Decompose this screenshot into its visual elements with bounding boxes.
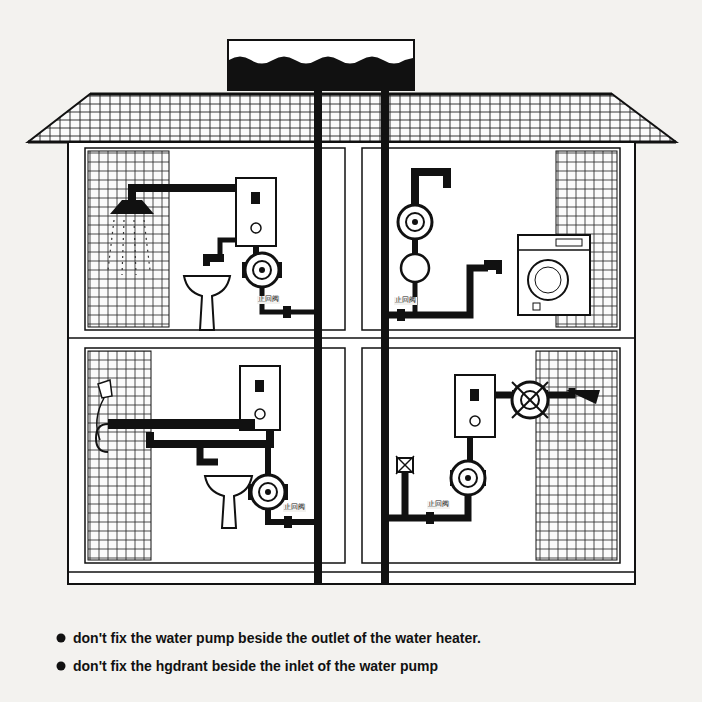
upper-right-fixtures bbox=[401, 254, 429, 282]
house-walls bbox=[85, 148, 345, 330]
upper-right-fixtures bbox=[415, 172, 447, 205]
lower-right-fixtures bbox=[470, 416, 480, 426]
lower-right-fixtures bbox=[451, 461, 485, 495]
riser-pipes bbox=[381, 84, 389, 584]
lower-left-fixtures bbox=[265, 444, 271, 475]
lower-right-fixtures bbox=[512, 382, 548, 418]
valve-label: 止回阀 bbox=[257, 296, 280, 304]
wall-tiles bbox=[88, 351, 151, 560]
lower-right-fixtures bbox=[396, 456, 414, 474]
lower-right-fixtures bbox=[512, 382, 548, 418]
lower-left-fixtures bbox=[255, 409, 265, 419]
wall-tiles bbox=[88, 151, 617, 560]
lower-right-fixtures bbox=[385, 375, 600, 524]
upper-left-fixtures bbox=[184, 276, 230, 330]
valve-label: 止回阀 bbox=[283, 504, 306, 512]
roof bbox=[28, 94, 676, 142]
lower-left-fixtures bbox=[96, 366, 318, 528]
upper-left-fixtures bbox=[259, 267, 265, 273]
upper-left-fixtures bbox=[108, 220, 150, 275]
upper-left-fixtures bbox=[236, 178, 276, 246]
lower-left-fixtures bbox=[205, 476, 252, 528]
lower-right-fixtures bbox=[548, 388, 572, 395]
riser-pipes bbox=[318, 84, 385, 584]
upper-left-fixtures bbox=[245, 253, 279, 287]
valve-label: 止回阀 bbox=[394, 297, 417, 305]
upper-right-fixtures bbox=[528, 260, 568, 300]
warning-note: don't fix the hgdrant beside the inlet o… bbox=[73, 658, 438, 675]
upper-right-fixtures bbox=[556, 239, 582, 246]
lower-left-fixtures bbox=[108, 424, 250, 430]
upper-right-fixtures bbox=[535, 267, 561, 293]
lower-right-fixtures bbox=[426, 512, 434, 524]
upper-right-fixtures bbox=[398, 205, 432, 239]
upper-right-fixtures bbox=[385, 172, 590, 321]
lower-right-fixtures bbox=[470, 389, 479, 401]
upper-right-fixtures bbox=[385, 268, 488, 315]
wall-tiles bbox=[88, 151, 169, 327]
house-walls bbox=[85, 348, 345, 563]
upper-right-fixtures bbox=[533, 303, 540, 310]
upper-left-fixtures bbox=[134, 220, 136, 275]
lower-right-fixtures bbox=[459, 469, 477, 487]
upper-left-fixtures bbox=[132, 188, 238, 202]
upper-right-fixtures bbox=[518, 235, 590, 315]
lower-right-fixtures bbox=[396, 456, 414, 474]
note-bullets bbox=[57, 634, 66, 643]
upper-left-fixtures bbox=[283, 306, 291, 318]
lower-left-fixtures bbox=[200, 444, 218, 462]
lower-right-fixtures bbox=[566, 390, 600, 404]
upper-left-fixtures bbox=[122, 220, 124, 275]
note-bullets bbox=[57, 662, 66, 671]
upper-right-fixtures bbox=[412, 219, 418, 225]
house-walls bbox=[68, 337, 635, 339]
upper-left-fixtures bbox=[253, 261, 271, 279]
lower-left-fixtures bbox=[150, 430, 270, 444]
roof bbox=[28, 94, 676, 142]
warning-note: don't fix the water pump beside the outl… bbox=[73, 630, 481, 647]
upper-left-fixtures bbox=[144, 220, 150, 270]
lower-right-fixtures bbox=[495, 392, 512, 399]
house-walls bbox=[362, 148, 620, 330]
lower-left-fixtures bbox=[259, 483, 277, 501]
upper-left-fixtures bbox=[108, 178, 318, 330]
upper-left-fixtures bbox=[110, 200, 154, 214]
lower-left-fixtures bbox=[98, 380, 112, 398]
upper-left-fixtures bbox=[203, 254, 224, 266]
water-tank bbox=[228, 40, 414, 90]
upper-right-fixtures bbox=[397, 309, 405, 321]
upper-right-fixtures bbox=[406, 213, 424, 231]
water-tank bbox=[228, 40, 414, 90]
upper-left-fixtures bbox=[220, 240, 236, 256]
lower-left-fixtures bbox=[284, 516, 292, 528]
lower-right-fixtures bbox=[465, 475, 471, 481]
valve-label: 止回阀 bbox=[427, 501, 450, 509]
lower-right-fixtures bbox=[512, 382, 548, 418]
lower-left-fixtures bbox=[96, 424, 108, 452]
house-walls bbox=[68, 571, 635, 573]
riser-pipes bbox=[314, 84, 322, 584]
lower-left-fixtures bbox=[265, 489, 271, 495]
upper-right-fixtures bbox=[412, 239, 418, 254]
lower-right-fixtures bbox=[402, 472, 409, 518]
upper-right-fixtures bbox=[484, 260, 502, 274]
house-walls bbox=[68, 142, 635, 584]
upper-right-fixtures bbox=[518, 249, 590, 251]
house-walls bbox=[68, 142, 635, 584]
roof bbox=[90, 93, 612, 96]
lower-left-fixtures bbox=[97, 398, 104, 440]
lower-right-fixtures bbox=[455, 375, 495, 437]
upper-left-fixtures bbox=[108, 220, 114, 270]
note-bullets bbox=[57, 634, 66, 671]
upper-left-fixtures bbox=[251, 192, 260, 204]
lower-left-fixtures bbox=[255, 380, 264, 392]
upper-left-fixtures bbox=[251, 223, 261, 233]
lower-left-fixtures bbox=[251, 475, 285, 509]
house-walls bbox=[362, 348, 620, 563]
